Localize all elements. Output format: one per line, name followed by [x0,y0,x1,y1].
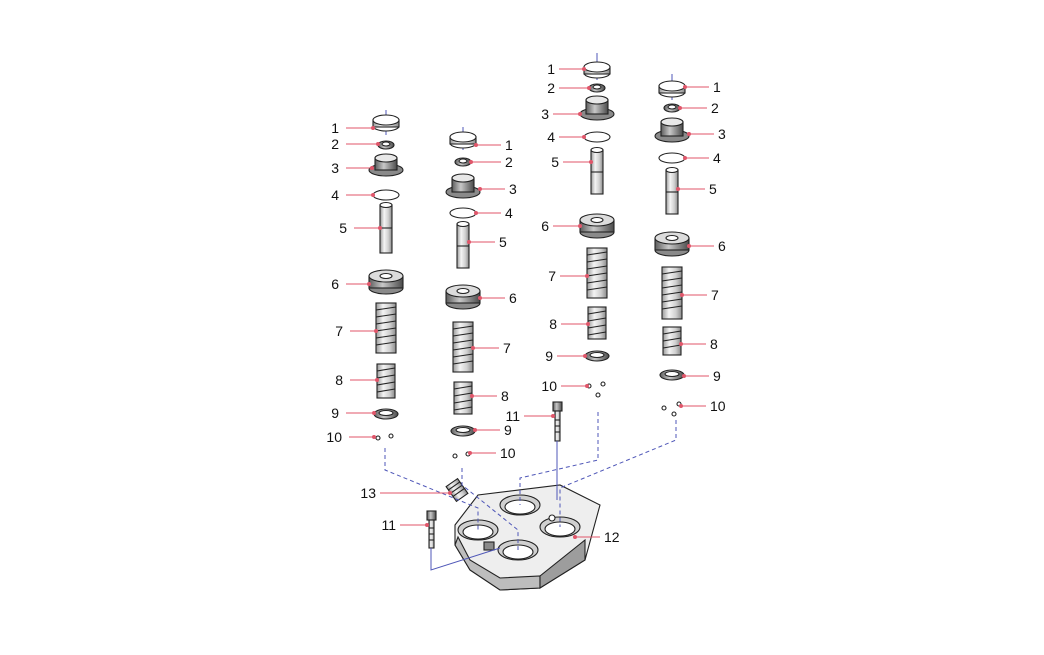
callout-2: 2 [711,100,719,116]
callout-7: 7 [335,323,343,339]
valve-stack-c [579,61,615,398]
valve-stack-d [654,80,690,417]
callout-6: 6 [541,218,549,234]
callouts-stack-a: 1 2 3 4 5 6 7 8 9 10 [326,120,382,445]
cap-screw-left [426,510,437,549]
callout-10: 10 [326,429,342,445]
callout-10: 10 [710,398,726,414]
callouts-stack-d: 1 2 3 4 5 6 7 8 9 10 [676,79,726,414]
callout-2: 2 [547,80,555,96]
callout-5: 5 [709,181,717,197]
callout-6: 6 [331,276,339,292]
callout-9: 9 [545,348,553,364]
callout-3: 3 [509,181,517,197]
callout-1: 1 [547,61,555,77]
callout-10: 10 [500,445,516,461]
callout-5: 5 [499,234,507,250]
callout-7: 7 [548,268,556,284]
valve-stack-a [368,114,404,441]
callouts-stack-c: 1 2 3 4 5 6 7 8 9 10 [541,61,593,394]
callout-3: 3 [331,160,339,176]
callout-1: 1 [505,137,513,153]
threaded-plug [445,477,469,503]
callout-8: 8 [549,316,557,332]
callout-8: 8 [501,388,509,404]
callout-4: 4 [547,129,555,145]
callout-6: 6 [509,290,517,306]
callout-3: 3 [718,126,726,142]
callout-7: 7 [711,287,719,303]
callouts-stack-b: 1 2 3 4 5 6 7 8 9 10 [467,137,517,461]
callout-4: 4 [505,205,513,221]
callout-8: 8 [710,336,718,352]
valve-stack-b [445,131,481,459]
callout-1: 1 [331,120,339,136]
callout-6: 6 [718,238,726,254]
callout-9: 9 [713,368,721,384]
callout-2: 2 [331,136,339,152]
callout-9: 9 [504,422,512,438]
callout-11: 11 [505,408,520,424]
callout-7: 7 [503,340,511,356]
callout-10: 10 [541,378,557,394]
cap-screw-right [552,401,563,442]
callout-1: 1 [713,79,721,95]
callout-3: 3 [541,106,549,122]
callout-5: 5 [339,220,347,236]
callout-2: 2 [505,154,513,170]
callout-5: 5 [551,154,559,170]
callout-4: 4 [713,150,721,166]
callout-13: 13 [360,485,376,501]
callout-9: 9 [331,405,339,421]
callout-4: 4 [331,187,339,203]
callouts-base: 11 11 13 12 [360,408,619,545]
pump-housing [454,484,601,591]
callout-8: 8 [335,372,343,388]
callout-11: 11 [381,517,396,533]
callout-12: 12 [604,529,620,545]
